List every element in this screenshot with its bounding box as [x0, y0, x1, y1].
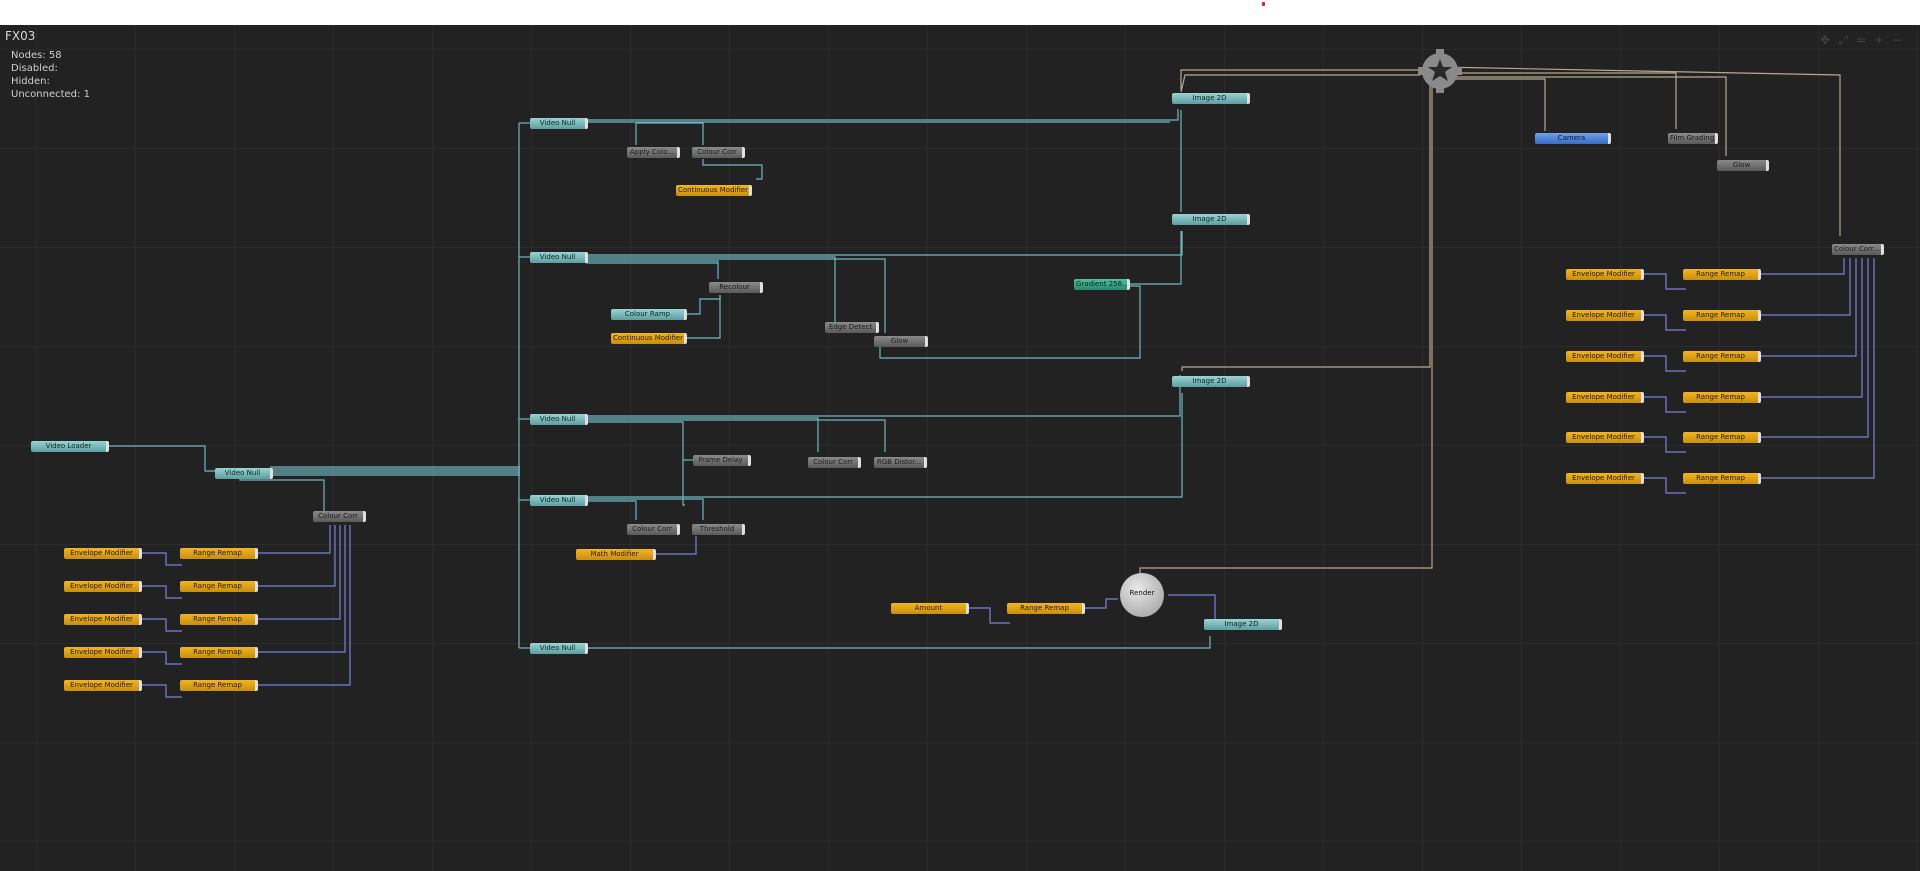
node-colour-corr-1[interactable]: Colour Corr	[692, 147, 745, 158]
move-icon[interactable]: ✥	[1819, 33, 1831, 47]
node-envelope-modifier-l3[interactable]: Envelope Modifier	[64, 614, 142, 625]
node-colour-corr-right[interactable]: Colour Corr...	[1832, 244, 1884, 255]
node-range-remap-l1[interactable]: Range Remap	[180, 548, 258, 559]
node-recolour[interactable]: Recolour	[709, 282, 763, 293]
equal-icon[interactable]: =	[1855, 33, 1867, 47]
node-envelope-modifier-r2[interactable]: Envelope Modifier	[1566, 310, 1644, 321]
node-range-remap-r6[interactable]: Range Remap	[1683, 473, 1761, 484]
node-continuous-modifier-1[interactable]: Continuous Modifier	[676, 185, 752, 196]
fit-view-icon[interactable]: ⤢	[1838, 33, 1848, 47]
node-envelope-modifier-l4[interactable]: Envelope Modifier	[64, 647, 142, 658]
node-range-remap-r2[interactable]: Range Remap	[1683, 310, 1761, 321]
hidden-label: Hidden:	[11, 76, 50, 87]
unconnected-value: 1	[83, 89, 90, 100]
node-video-null-5[interactable]: Video Null	[530, 643, 588, 654]
connection-wires	[108, 66, 1875, 698]
node-image-2d-4[interactable]: Image 2D	[1204, 619, 1282, 630]
node-range-remap-l4[interactable]: Range Remap	[180, 647, 258, 658]
node-amount[interactable]: Amount	[891, 603, 969, 614]
node-glow-1[interactable]: Glow	[874, 336, 928, 347]
node-range-remap-r3[interactable]: Range Remap	[1683, 351, 1761, 362]
node-colour-corr-left[interactable]: Colour Corr	[313, 511, 366, 522]
node-envelope-modifier-r6[interactable]: Envelope Modifier	[1566, 473, 1644, 484]
node-graph-canvas[interactable]: FX03 Nodes: 58 Disabled: Hidden: Unconne…	[0, 25, 1920, 871]
graph-stats: Nodes: 58 Disabled: Hidden: Unconnected:…	[11, 49, 90, 101]
red-marker	[1262, 2, 1265, 6]
node-envelope-modifier-r4[interactable]: Envelope Modifier	[1566, 392, 1644, 403]
node-edge-detect[interactable]: Edge Detect	[825, 322, 879, 333]
node-range-remap-r4[interactable]: Range Remap	[1683, 392, 1761, 403]
nodes-label: Nodes:	[11, 50, 46, 61]
top-bar	[0, 0, 1920, 25]
zoom-in-icon[interactable]: +	[1873, 33, 1885, 47]
node-image-2d-2[interactable]: Image 2D	[1172, 214, 1250, 225]
node-range-remap-l5[interactable]: Range Remap	[180, 680, 258, 691]
node-video-null-2[interactable]: Video Null	[530, 252, 588, 263]
node-envelope-modifier-l2[interactable]: Envelope Modifier	[64, 581, 142, 592]
node-colour-corr-3[interactable]: Colour Corr	[627, 524, 680, 535]
zoom-out-icon[interactable]: −	[1891, 33, 1903, 47]
node-video-null-main[interactable]: Video Null	[215, 468, 273, 479]
node-frame-delay[interactable]: Frame Delay	[693, 455, 751, 466]
node-video-null-1[interactable]: Video Null	[530, 118, 588, 129]
node-image-2d-3[interactable]: Image 2D	[1172, 376, 1250, 387]
node-range-remap-r5[interactable]: Range Remap	[1683, 432, 1761, 443]
node-apply-colour[interactable]: Apply Colo...	[627, 147, 680, 158]
node-colour-corr-2[interactable]: Colour Corr	[808, 457, 861, 468]
scene-root-gear-icon[interactable]	[1418, 49, 1462, 93]
disabled-label: Disabled:	[11, 63, 58, 74]
node-range-remap-l2[interactable]: Range Remap	[180, 581, 258, 592]
nodes-value: 58	[48, 50, 62, 61]
node-threshold[interactable]: Threshold	[692, 524, 745, 535]
node-video-null-4[interactable]: Video Null	[530, 495, 588, 506]
node-camera[interactable]: Camera	[1535, 133, 1611, 144]
graph-title: FX03	[5, 29, 36, 43]
node-continuous-modifier-2[interactable]: Continuous Modifier	[611, 333, 687, 344]
node-glow-2[interactable]: Glow	[1717, 160, 1769, 171]
node-image-2d-1[interactable]: Image 2D	[1172, 93, 1250, 104]
view-toolbar: ✥ ⤢ = + −	[1818, 33, 1904, 47]
node-math-modifier[interactable]: Math Modifier	[576, 549, 656, 560]
node-envelope-modifier-r3[interactable]: Envelope Modifier	[1566, 351, 1644, 362]
node-colour-ramp[interactable]: Colour Ramp	[611, 309, 687, 320]
node-rgb-distortion[interactable]: RGB Distor...	[874, 457, 927, 468]
node-film-grading[interactable]: Film Grading	[1668, 133, 1718, 144]
node-envelope-modifier-r5[interactable]: Envelope Modifier	[1566, 432, 1644, 443]
node-video-null-3[interactable]: Video Null	[530, 414, 588, 425]
node-range-remap-l3[interactable]: Range Remap	[180, 614, 258, 625]
node-envelope-modifier-r1[interactable]: Envelope Modifier	[1566, 269, 1644, 280]
node-range-remap-r1[interactable]: Range Remap	[1683, 269, 1761, 280]
node-video-loader[interactable]: Video Loader	[31, 441, 109, 452]
unconnected-label: Unconnected:	[11, 89, 81, 100]
node-range-remap-amount[interactable]: Range Remap	[1007, 603, 1085, 614]
node-envelope-modifier-l1[interactable]: Envelope Modifier	[64, 548, 142, 559]
node-gradient[interactable]: Gradient 256...	[1074, 279, 1130, 290]
render-label: Render	[1129, 589, 1155, 597]
node-envelope-modifier-l5[interactable]: Envelope Modifier	[64, 680, 142, 691]
node-render[interactable]: Render	[1120, 573, 1164, 617]
